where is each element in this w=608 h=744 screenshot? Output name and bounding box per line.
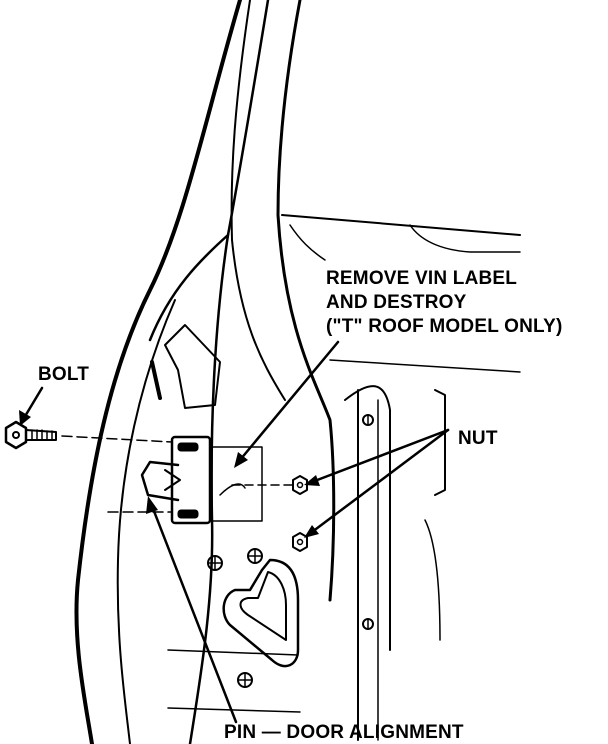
vin-label: [211, 446, 263, 522]
striker-slot-bottom: [177, 509, 199, 519]
striker-wedge: [164, 469, 181, 491]
bolt-threads: [31, 429, 53, 441]
nut-arrow-upper-head: [304, 475, 320, 486]
pillar-lower-contour: [116, 299, 176, 744]
screw-hole-3: [237, 672, 253, 688]
bumper-ridge: [150, 360, 162, 400]
pillar-outer-edge: [74, 0, 242, 744]
bumper-block: [164, 324, 221, 409]
nut-upper: [292, 475, 308, 495]
roof-curve: [409, 224, 521, 253]
pillar-front-edge-2: [230, 0, 286, 401]
roof-inner-line: [289, 224, 326, 261]
striker-slot-top: [177, 442, 199, 452]
body-bracket: [434, 389, 446, 496]
remove-vin-label-line2: AND DESTROY: [326, 292, 467, 313]
bolt-dashed-leader: [61, 435, 173, 443]
latch-pocket-inner: [239, 571, 287, 641]
remove-vin-label-line1: REMOVE VIN LABEL: [326, 268, 518, 289]
nut-arrow-upper-shaft: [310, 428, 450, 484]
nut-upper-hole: [296, 481, 304, 489]
pin-arrow-head: [146, 496, 158, 514]
bolt-head: [4, 420, 28, 450]
pillar-inner-edge: [148, 0, 270, 342]
body-panel-edge: [344, 385, 391, 651]
nut-arrow-lower-head: [304, 525, 319, 538]
nut-lower: [292, 532, 308, 552]
roof-line: [281, 214, 521, 236]
body-panel-top: [329, 359, 521, 373]
bolt-head-center: [12, 431, 20, 439]
latch-pocket-outer: [222, 558, 300, 668]
nut-lower-hole: [296, 538, 304, 546]
screw-hole-2: [247, 548, 263, 564]
screw-hole-4: [362, 414, 374, 426]
lower-panel-line-2: [167, 707, 301, 713]
pillar-front-edge: [276, 0, 336, 602]
screw-hole-1: [207, 555, 223, 571]
nut-label: NUT: [458, 428, 498, 449]
bolt-arrow-head: [19, 410, 31, 426]
lower-panel-line: [167, 649, 299, 656]
bolt-label: BOLT: [38, 364, 90, 385]
bolt-shank: [25, 429, 57, 441]
screw-hole-5: [362, 618, 374, 630]
vin-arrow-shaft: [238, 340, 340, 462]
vin-arrow-head: [234, 452, 248, 468]
remove-vin-label-line3: ("T" ROOF MODEL ONLY): [326, 316, 563, 337]
striker-plate: [170, 435, 212, 525]
bolt-arrow-shaft: [22, 386, 44, 420]
striker-loop: [140, 460, 180, 502]
body-lower-curve: [424, 519, 441, 641]
nut-arrow-lower-shaft: [310, 428, 450, 534]
pin-door-alignment-label: PIN — DOOR ALIGNMENT: [224, 722, 464, 743]
pin-arrow-shaft: [150, 504, 238, 724]
